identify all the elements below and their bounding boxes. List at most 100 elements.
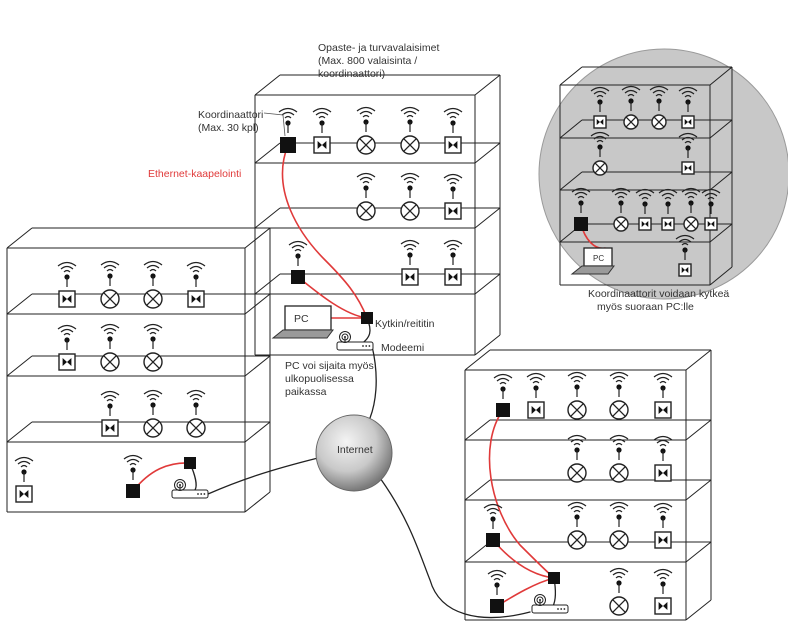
wireless-signal-icon: [649, 85, 669, 111]
exit-sign-luminaire-icon: [15, 485, 33, 503]
roof-left-edge: [464, 349, 491, 371]
wireless-signal-icon: [186, 389, 206, 415]
wireless-signal-icon: [590, 86, 610, 112]
wireless-signal-icon: [653, 502, 673, 528]
modem-icon: [171, 479, 209, 499]
floor-slab-left: [559, 171, 583, 191]
wireless-signal-icon: [100, 390, 120, 416]
safety-luminaire-icon: [143, 289, 163, 309]
exit-sign-luminaire-icon: [58, 290, 76, 308]
exit-sign-luminaire-icon: [681, 115, 695, 129]
safety-luminaire-icon: [609, 596, 629, 616]
pc-label: PC: [294, 313, 309, 325]
luminaires-label: Opaste- ja turvavalaisimet: [318, 42, 440, 54]
wireless-signal-icon: [567, 371, 587, 397]
wireless-signal-icon: [526, 372, 546, 398]
wireless-signal-icon: [143, 323, 163, 349]
wireless-signal-icon: [653, 372, 673, 398]
safety-luminaire-icon: [592, 160, 608, 176]
coordinator-max-label: (Max. 30 kpl): [198, 122, 259, 134]
floor-slab-left: [6, 293, 33, 315]
floor-slab-left: [254, 273, 281, 295]
wireless-signal-icon: [493, 373, 513, 399]
safety-luminaire-icon: [400, 135, 420, 155]
exit-sign-luminaire-icon: [187, 290, 205, 308]
wireless-signal-icon: [675, 234, 695, 260]
ethernet-cabling-label: Ethernet-kaapelointi: [148, 168, 242, 180]
exit-sign-luminaire-icon: [401, 268, 419, 286]
floor-slab-left: [464, 479, 491, 501]
wireless-signal-icon: [278, 107, 298, 133]
wireless-signal-icon: [443, 107, 463, 133]
ethernet-cable: [281, 144, 368, 319]
wireless-signal-icon: [356, 106, 376, 132]
laptop-icon: [271, 305, 334, 339]
building-center: [254, 74, 501, 356]
luminaires-max-label-2: koordinaattori): [318, 68, 386, 80]
roof-right-edge: [709, 66, 733, 86]
safety-luminaire-icon: [683, 216, 699, 232]
floor-slab-right: [244, 293, 271, 315]
safety-luminaire-icon: [400, 201, 420, 221]
exit-sign-luminaire-icon: [444, 136, 462, 154]
exit-sign-luminaire-icon: [58, 353, 76, 371]
direct-connection-note-2: myös suoraan PC:lle: [597, 301, 694, 313]
wireless-signal-icon: [288, 240, 308, 266]
switch-router-icon: [548, 572, 560, 584]
wireless-signal-icon: [567, 434, 587, 460]
exit-sign-luminaire-icon: [704, 217, 718, 231]
exit-sign-luminaire-icon: [654, 464, 672, 482]
wireless-signal-icon: [100, 260, 120, 286]
globe-icon: [315, 414, 393, 492]
safety-luminaire-icon: [651, 114, 667, 130]
wireless-signal-icon: [443, 239, 463, 265]
wireless-signal-icon: [483, 503, 503, 529]
exit-sign-luminaire-icon: [527, 401, 545, 419]
floor-slab-right: [709, 171, 733, 191]
exit-sign-luminaire-icon: [661, 217, 675, 231]
exit-sign-luminaire-icon: [313, 136, 331, 154]
wireless-signal-icon: [701, 188, 721, 214]
wireless-signal-icon: [487, 569, 507, 595]
safety-luminaire-icon: [186, 418, 206, 438]
floor-slab-left: [6, 355, 33, 377]
building-left: [6, 227, 271, 513]
luminaires-max-label: (Max. 800 valaisinta /: [318, 55, 418, 67]
safety-luminaire-icon: [623, 114, 639, 130]
remote-pc-note-2: ulkopuolisessa: [285, 373, 354, 385]
modem-label: Modeemi: [381, 342, 425, 354]
floor-slab-right: [474, 273, 501, 295]
network-cable: [379, 477, 531, 619]
internet-label: Internet: [337, 444, 373, 456]
floor-slab-left: [464, 419, 491, 441]
roof-left-edge: [559, 66, 583, 86]
wireless-signal-icon: [312, 107, 332, 133]
laptop-icon: [570, 247, 615, 275]
exit-sign-luminaire-icon: [444, 202, 462, 220]
floor-slab-right: [685, 479, 712, 501]
safety-luminaire-icon: [143, 352, 163, 372]
ground-side-edge: [709, 266, 733, 286]
building-bottom-right: [464, 349, 712, 621]
exit-sign-luminaire-icon: [101, 419, 119, 437]
inset-circle: [538, 48, 788, 300]
safety-luminaire-icon: [356, 135, 376, 155]
wireless-signal-icon: [57, 261, 77, 287]
wireless-signal-icon: [400, 106, 420, 132]
coordinator-icon: [291, 270, 305, 284]
wireless-signal-icon: [143, 260, 163, 286]
ethernet-cable: [132, 462, 191, 492]
wireless-signal-icon: [567, 501, 587, 527]
floor-slab-left: [6, 421, 33, 443]
remote-pc-note-3: paikassa: [285, 386, 327, 398]
roof-right-edge: [474, 74, 501, 96]
safety-luminaire-icon: [356, 201, 376, 221]
floor-slab-left: [254, 142, 281, 164]
wireless-signal-icon: [609, 501, 629, 527]
wireless-signal-icon: [678, 86, 698, 112]
wireless-signal-icon: [400, 172, 420, 198]
floor-slab-right: [244, 421, 271, 443]
wireless-signal-icon: [681, 187, 701, 213]
coordinator-label: Koordinaattori: [198, 109, 264, 121]
safety-luminaire-icon: [143, 418, 163, 438]
